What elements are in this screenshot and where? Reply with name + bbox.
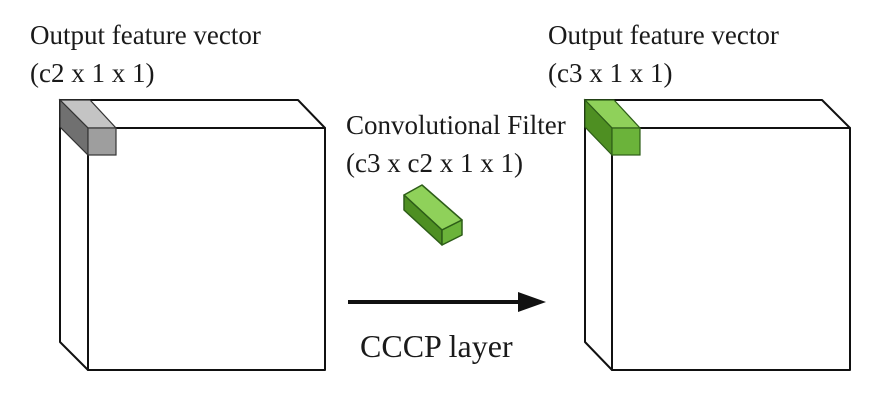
left-map-dims: (c2 x 1 x 1) bbox=[30, 58, 155, 88]
left-gray-cell-front bbox=[87, 127, 117, 156]
filter-dims: (c3 x c2 x 1 x 1) bbox=[346, 148, 523, 178]
filter-title: Convolutional Filter bbox=[346, 110, 566, 140]
filter-cube bbox=[403, 184, 463, 246]
left-map-title: Output feature vector bbox=[30, 20, 261, 50]
left-map-front-face bbox=[87, 127, 326, 371]
right-feature-map bbox=[584, 99, 851, 371]
filter-cube-front bbox=[441, 219, 463, 246]
left-gray-cell bbox=[58, 98, 118, 157]
left-feature-map bbox=[59, 99, 326, 371]
cccp-layer-caption: CCCP layer bbox=[360, 328, 513, 364]
right-map-dims: (c3 x 1 x 1) bbox=[548, 58, 673, 88]
arrow-head bbox=[518, 292, 546, 312]
right-map-front-face bbox=[611, 127, 851, 371]
right-map-title: Output feature vector bbox=[548, 20, 779, 50]
cccp-arrow bbox=[348, 292, 546, 312]
right-green-cell-front bbox=[611, 127, 641, 156]
right-green-cell bbox=[583, 98, 642, 157]
